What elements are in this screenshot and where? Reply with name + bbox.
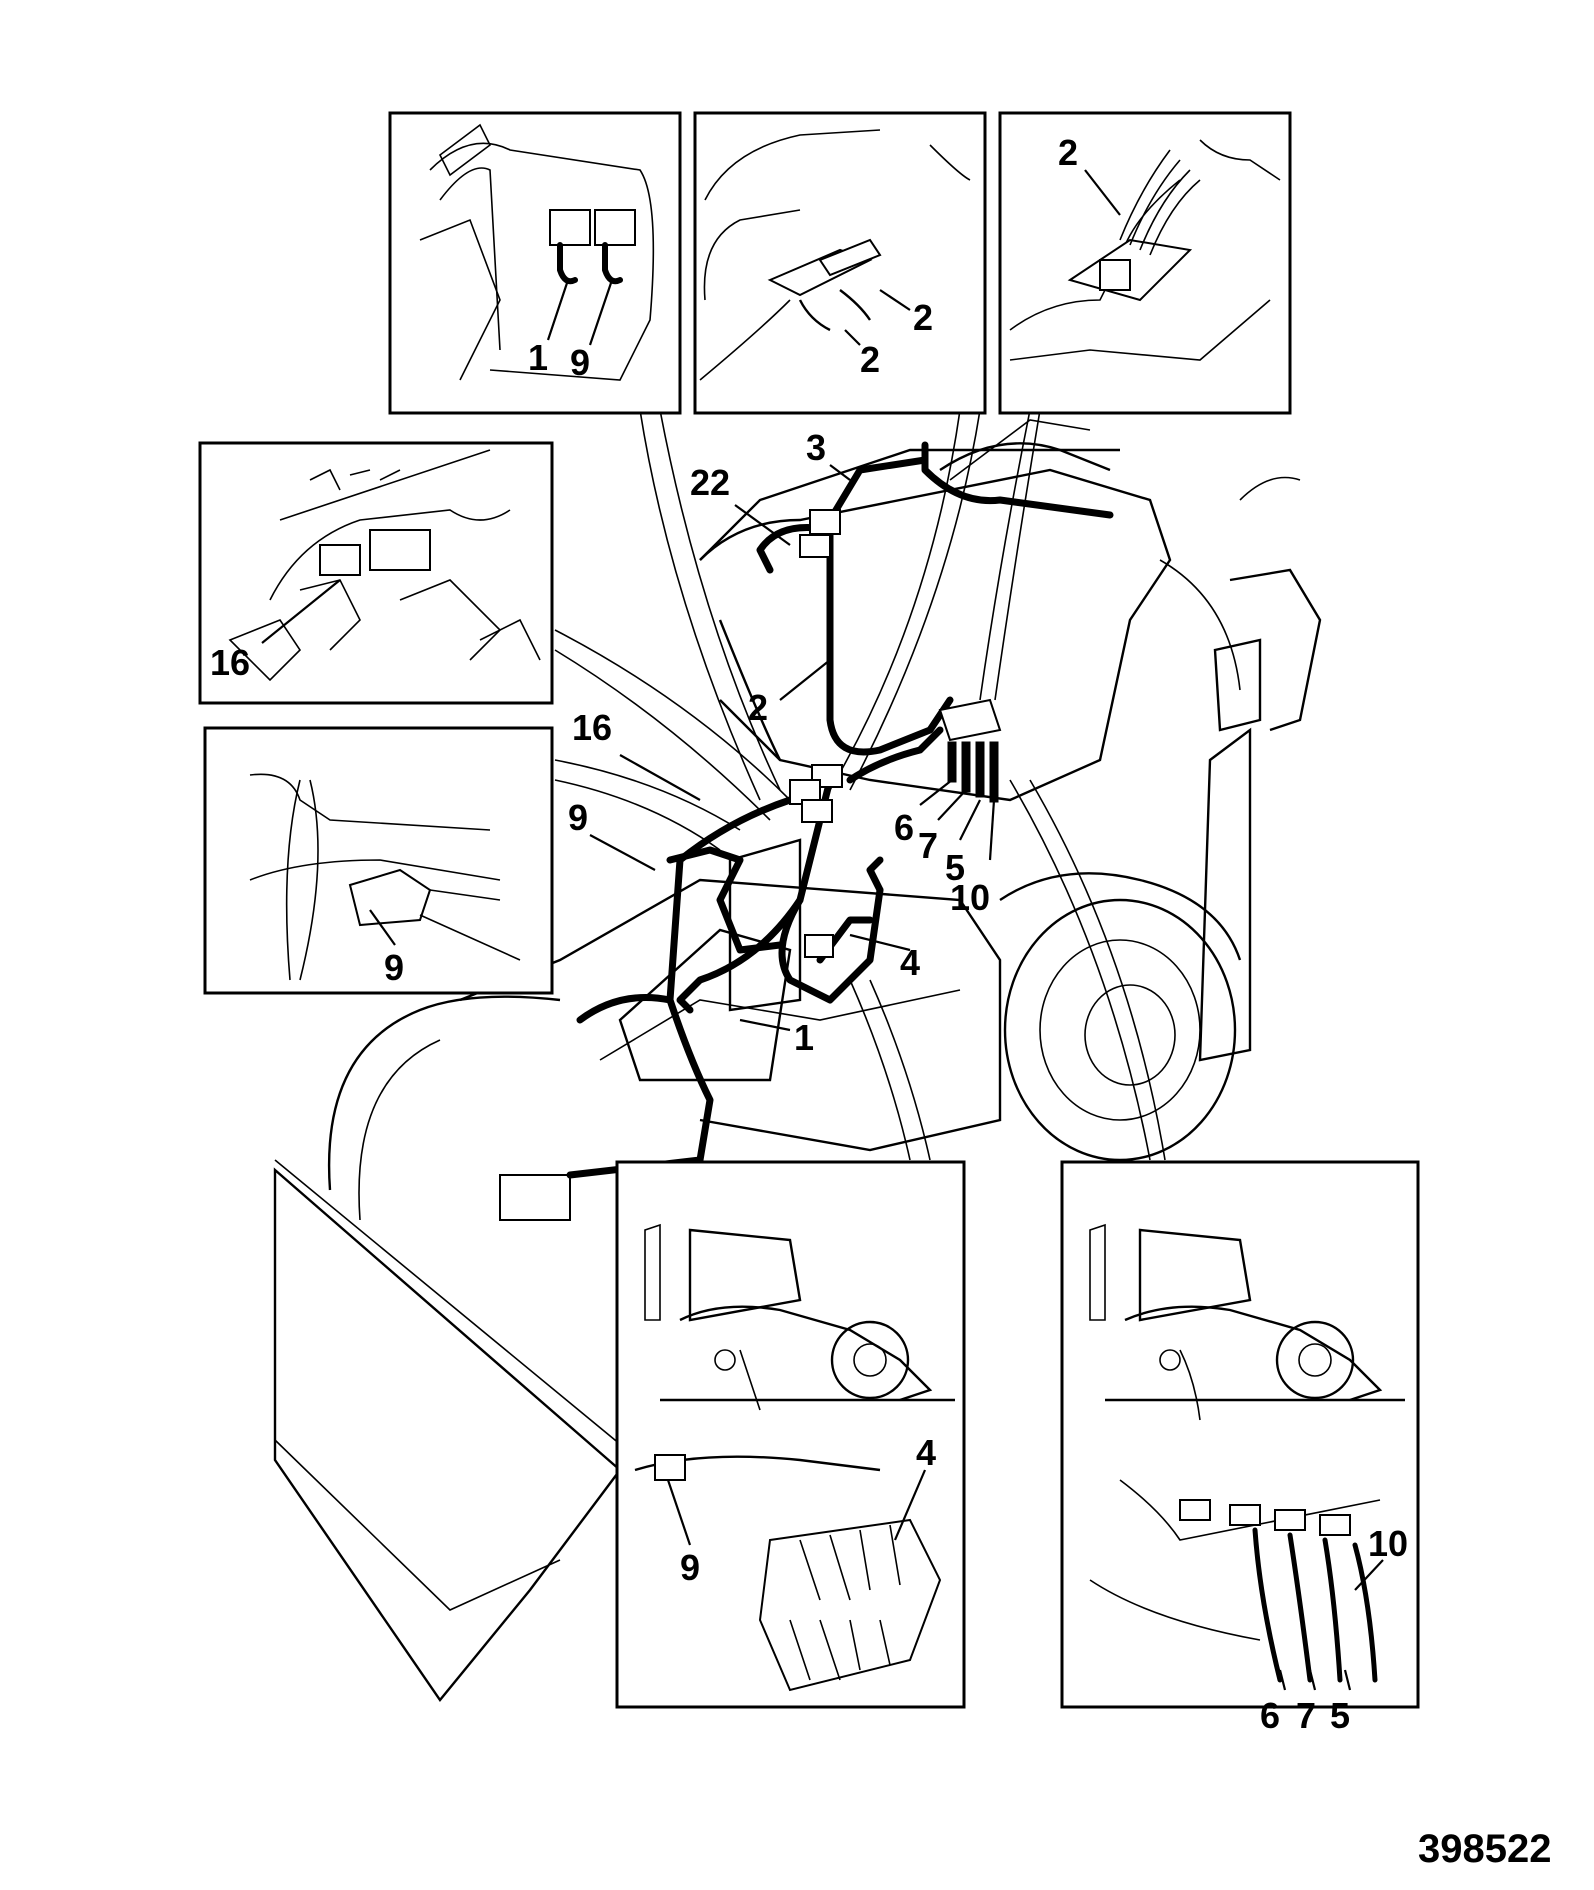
inset-bottom-right: 10 6 7 5: [1060, 1160, 1420, 1736]
callout-3: 3: [806, 427, 826, 468]
inset-top-right: 2: [998, 111, 1292, 415]
inset-top-mid: 2 2: [693, 111, 987, 415]
callout-6: 6: [894, 807, 914, 848]
callout-7: 7: [918, 825, 938, 866]
inset-mlt-callout-16: 16: [210, 642, 250, 683]
machine-outline: [273, 419, 1322, 1702]
callout-2: 2: [748, 687, 768, 728]
inset-br-callout-7: 7: [1296, 1695, 1316, 1736]
callout-16: 16: [572, 707, 612, 748]
callout-22: 22: [690, 462, 730, 503]
inset-tm-callout-2a: 2: [913, 297, 933, 338]
callout-5: 5: [945, 847, 965, 888]
callout-10: 10: [950, 877, 990, 918]
inset-tr-callout-2: 2: [1058, 132, 1078, 173]
inset-bottom-mid: 4 9: [615, 1160, 966, 1709]
inset-connection-bands: [554, 409, 1166, 1161]
callout-4: 4: [900, 942, 920, 983]
inset-tl-callout-1: 1: [528, 337, 548, 378]
callout-1: 1: [794, 1017, 814, 1058]
inset-mid-left-top: 16: [198, 441, 554, 705]
inset-bm-callout-4: 4: [916, 1432, 936, 1473]
drawing-reference-number: 398522: [1418, 1827, 1551, 1871]
inset-bm-callout-9: 9: [680, 1547, 700, 1588]
inset-mlb-callout-9: 9: [384, 947, 404, 988]
main-harness: [566, 441, 1114, 1179]
inset-top-left: 1 9: [388, 111, 682, 415]
inset-br-callout-6: 6: [1260, 1695, 1280, 1736]
inset-br-callout-5: 5: [1330, 1695, 1350, 1736]
inset-tl-callout-9: 9: [570, 342, 590, 383]
callout-9: 9: [568, 797, 588, 838]
main-callouts: 22 3 2 16 9 6 7 5 10 4 1: [568, 427, 996, 1058]
inset-br-callout-10: 10: [1368, 1523, 1408, 1564]
inset-mid-left-bottom: 9: [203, 726, 554, 995]
inset-tm-callout-2b: 2: [860, 339, 880, 380]
